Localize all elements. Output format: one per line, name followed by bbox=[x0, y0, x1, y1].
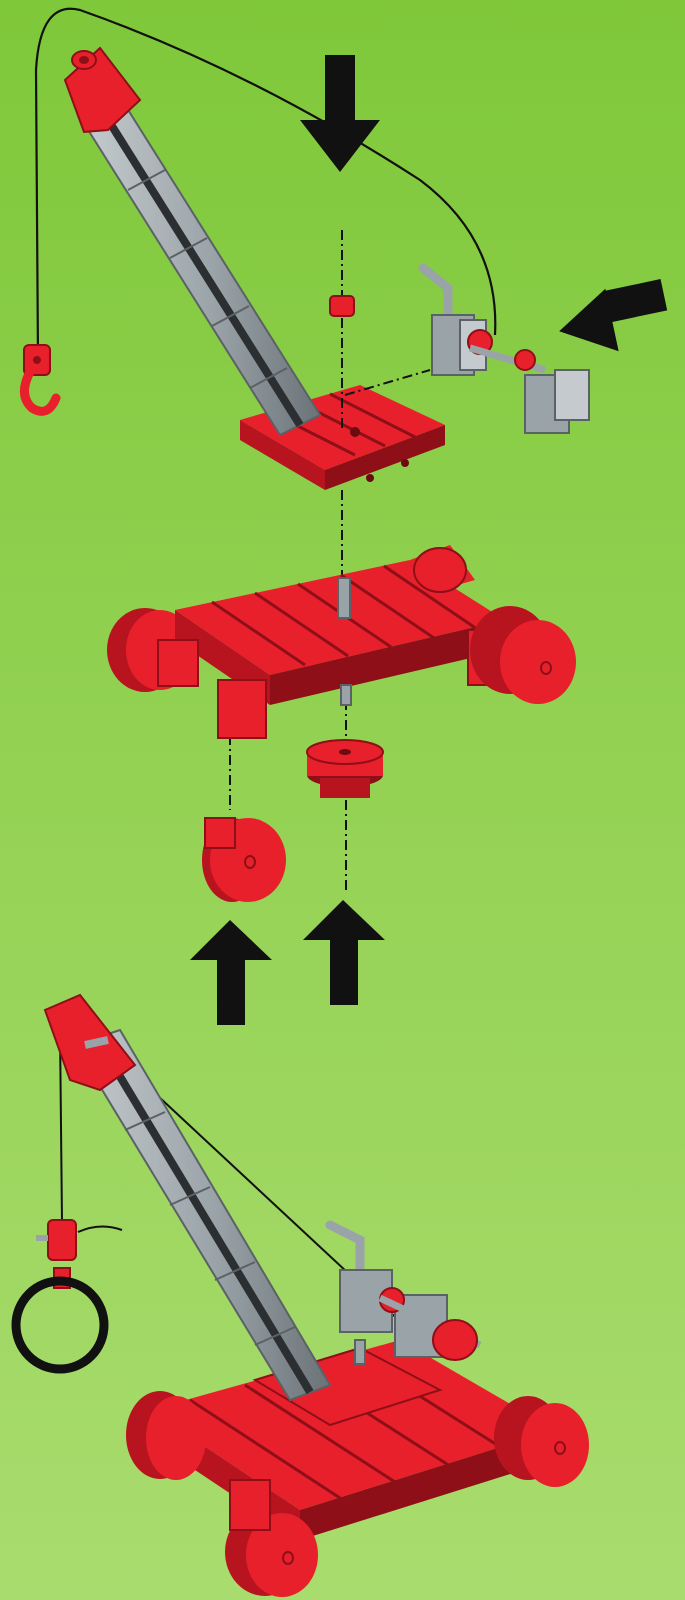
pivot-axle-part bbox=[338, 578, 350, 618]
red-collar-part bbox=[330, 296, 354, 316]
chassis-leg bbox=[230, 1480, 270, 1530]
wheel-part bbox=[414, 548, 466, 592]
wheel-part bbox=[202, 818, 286, 902]
wheel-part bbox=[433, 1320, 477, 1360]
pin-part bbox=[341, 685, 351, 705]
